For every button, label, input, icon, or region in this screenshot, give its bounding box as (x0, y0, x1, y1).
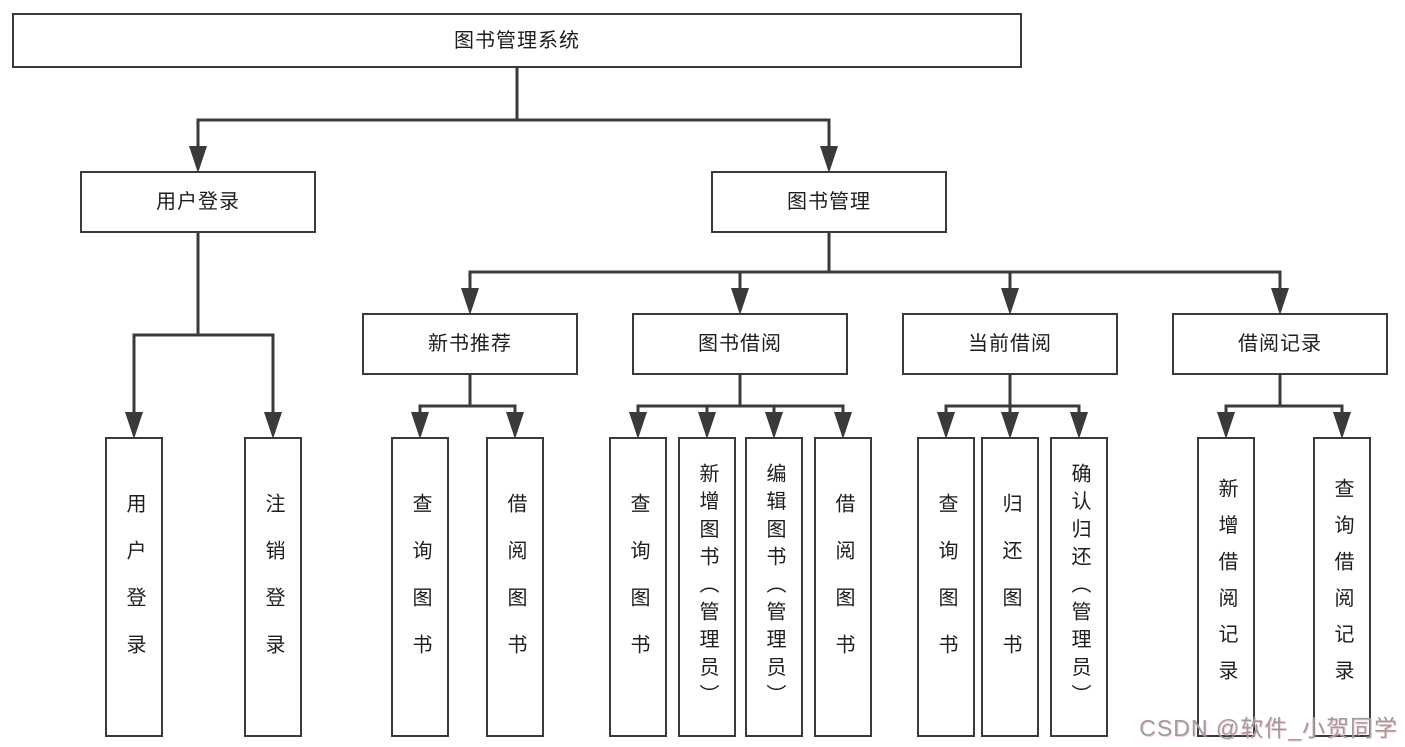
node-label-bbQuery: 查询图书 (627, 493, 649, 681)
node-uLogout: 注销登录 (244, 437, 302, 737)
node-label-bookBorrow: 图书借阅 (698, 333, 782, 355)
arrowhead-icon (937, 412, 955, 439)
node-label-uLogout: 注销登录 (262, 493, 284, 681)
arrowhead-icon (506, 412, 524, 439)
node-curBorrow: 当前借阅 (902, 313, 1118, 375)
node-label-bbEdit: 编辑图书（管理员） (763, 462, 785, 712)
node-label-borrowLog: 借阅记录 (1238, 333, 1322, 355)
node-label-cbConfirm: 确认归还（管理员） (1068, 462, 1090, 712)
arrowhead-icon (698, 412, 716, 439)
node-cbQuery: 查询图书 (917, 437, 975, 737)
node-newRec: 新书推荐 (362, 313, 578, 375)
node-cbConfirm: 确认归还（管理员） (1050, 437, 1108, 737)
node-bookMgmt: 图书管理 (711, 171, 947, 233)
node-label-cbReturn: 归还图书 (999, 493, 1021, 681)
node-nrBorrow: 借阅图书 (486, 437, 544, 737)
node-bbEdit: 编辑图书（管理员） (745, 437, 803, 737)
node-blQuery: 查询借阅记录 (1313, 437, 1371, 737)
arrowhead-icon (1217, 412, 1235, 439)
node-label-bookMgmt: 图书管理 (787, 191, 871, 213)
arrowhead-icon (1001, 288, 1019, 315)
node-label-curBorrow: 当前借阅 (968, 333, 1052, 355)
node-label-nrBorrow: 借阅图书 (504, 493, 526, 681)
node-label-bbAdd: 新增图书（管理员） (696, 462, 718, 712)
node-label-newRec: 新书推荐 (428, 333, 512, 355)
node-bbBorrow: 借阅图书 (814, 437, 872, 737)
arrowhead-icon (629, 412, 647, 439)
arrowhead-icon (411, 412, 429, 439)
node-label-cbQuery: 查询图书 (935, 493, 957, 681)
arrowhead-icon (834, 412, 852, 439)
arrowhead-icon (189, 146, 207, 173)
arrowhead-icon (264, 412, 282, 439)
node-userLogin: 用户登录 (80, 171, 316, 233)
arrowhead-icon (1271, 288, 1289, 315)
arrowhead-icon (461, 288, 479, 315)
node-borrowLog: 借阅记录 (1172, 313, 1388, 375)
node-label-blQuery: 查询借阅记录 (1331, 477, 1353, 697)
node-bbAdd: 新增图书（管理员） (678, 437, 736, 737)
node-root: 图书管理系统 (12, 13, 1022, 68)
node-uLogin: 用户登录 (105, 437, 163, 737)
node-blAdd: 新增借阅记录 (1197, 437, 1255, 737)
node-label-uLogin: 用户登录 (123, 493, 145, 681)
arrowhead-icon (1070, 412, 1088, 439)
node-label-nrQuery: 查询图书 (409, 493, 431, 681)
node-cbReturn: 归还图书 (981, 437, 1039, 737)
arrowhead-icon (1001, 412, 1019, 439)
arrowhead-icon (731, 288, 749, 315)
arrowhead-icon (1333, 412, 1351, 439)
arrowhead-icon (125, 412, 143, 439)
node-bbQuery: 查询图书 (609, 437, 667, 737)
arrowhead-icon (820, 146, 838, 173)
node-label-root: 图书管理系统 (454, 29, 580, 52)
node-label-blAdd: 新增借阅记录 (1215, 477, 1237, 697)
node-nrQuery: 查询图书 (391, 437, 449, 737)
node-bookBorrow: 图书借阅 (632, 313, 848, 375)
node-label-bbBorrow: 借阅图书 (832, 493, 854, 681)
node-label-userLogin: 用户登录 (156, 191, 240, 213)
csdn-watermark: CSDN @软件_小贺同学 (1139, 715, 1398, 741)
arrowhead-icon (765, 412, 783, 439)
